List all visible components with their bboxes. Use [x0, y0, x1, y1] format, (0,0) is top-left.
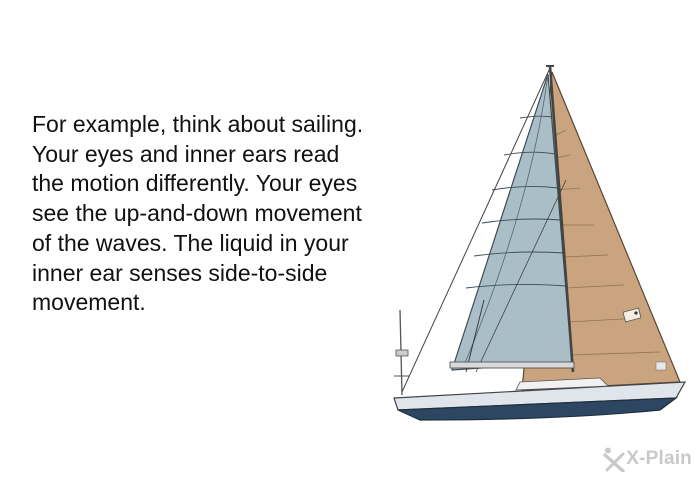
logo-text: X-Plain	[626, 448, 692, 469]
xplain-logo: X-Plain	[603, 444, 692, 474]
body-paragraph: For example, think about sailing. Your e…	[32, 110, 452, 318]
body-line: movement.	[32, 289, 146, 316]
body-line: Your eyes and inner ears read	[32, 140, 340, 167]
xplain-mark-icon	[603, 447, 625, 472]
body-line: of the waves. The liquid in your	[32, 229, 349, 256]
body-line: see the up-and-down movement	[32, 200, 362, 227]
body-line: inner ear senses side-to-side	[32, 259, 328, 286]
hull	[397, 397, 678, 421]
sailboat-icon	[393, 65, 687, 421]
body-line: For example, think about sailing.	[32, 111, 364, 137]
body-line: the motion differently. Your eyes	[32, 170, 358, 197]
